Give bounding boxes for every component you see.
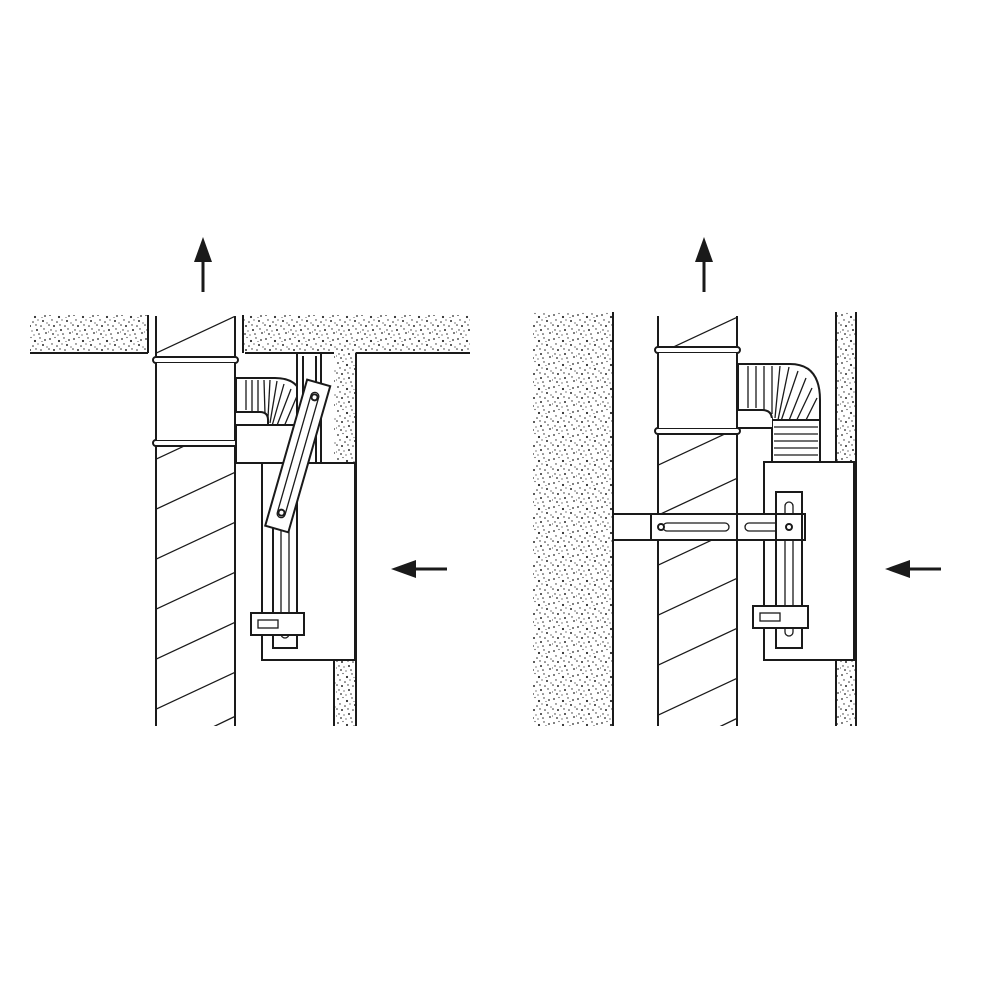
panel-ceiling-mount bbox=[30, 237, 470, 726]
arrow-up-icon bbox=[695, 237, 713, 292]
arrow-left-icon bbox=[885, 560, 941, 578]
panel-wall-mount bbox=[533, 237, 941, 726]
arrow-up-icon bbox=[194, 237, 212, 292]
duct-clamp bbox=[152, 439, 239, 447]
vertical-bracket bbox=[752, 491, 809, 649]
wall-bracket bbox=[612, 513, 806, 541]
flexible-elbow bbox=[235, 377, 303, 431]
tilted-bracket bbox=[264, 378, 332, 534]
arrow-left-icon bbox=[391, 560, 447, 578]
duct-clamp bbox=[654, 427, 741, 435]
vertical-duct bbox=[152, 316, 239, 726]
flexible-elbow bbox=[737, 363, 821, 463]
duct-clamp bbox=[152, 356, 239, 364]
duct-clamp bbox=[654, 346, 741, 354]
mount-wall bbox=[533, 312, 614, 726]
ceiling-slab bbox=[30, 315, 470, 354]
